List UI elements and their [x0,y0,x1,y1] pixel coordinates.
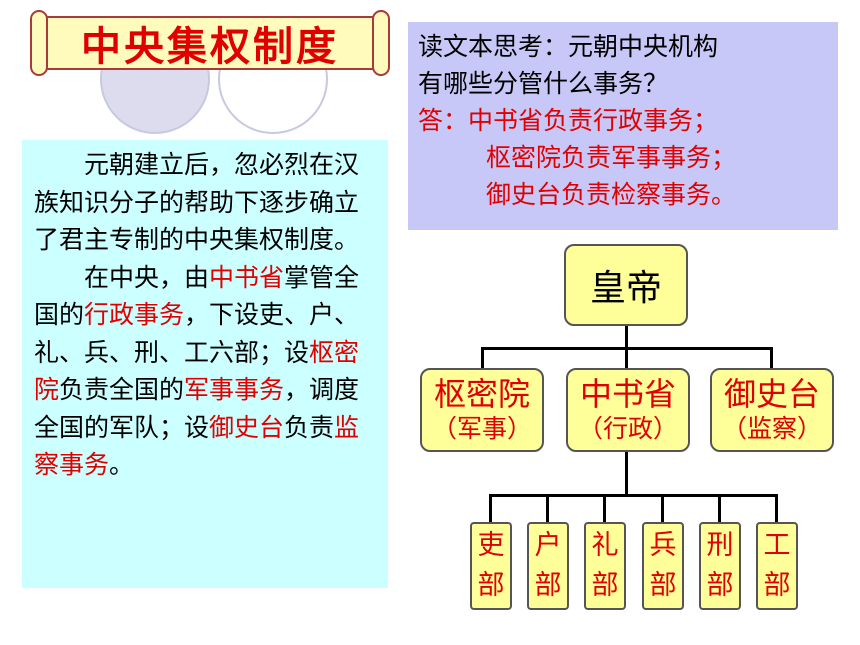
scroll-roll-right [372,10,390,76]
highlight-yushi: 御史台 [209,412,285,442]
connector-zhongshu-down [625,452,628,496]
highlight-zhongshu: 中书省 [209,262,285,292]
dept-suffix: 部 [477,570,505,601]
dept-name: 吏 [477,530,505,561]
dept-name: 刑 [706,530,734,561]
node-emperor: 皇帝 [564,244,688,326]
highlight-military-affairs: 军事事务 [184,375,285,404]
dept-xing-justice: 刑 部 [699,522,741,610]
connector-dept [489,494,492,522]
passage-text: ，下设吏、户、礼、兵、刑、工六部；设 [34,300,360,367]
title-scroll-banner: 中央集权制度 [30,10,390,76]
connector-dept [775,494,778,522]
highlight-shumi: 枢密院 [34,337,360,405]
passage-paragraph-2: 在中央，由中书省掌管全国的行政事务，下设吏、户、礼、兵、刑、工六部；设枢密院负责… [34,259,374,484]
connector-dept [661,494,664,522]
connector-dept [603,494,606,522]
highlight-supervision-affairs: 监察事务 [34,412,360,480]
node-shumi-role: （军事） [431,414,532,443]
connector-dept-horizontal [489,494,778,497]
passage-paragraph-1: 元朝建立后，忽必烈在汉族知识分子的帮助下逐步确立了君主专制的中央集权制度。 [34,150,360,254]
page-title: 中央集权制度 [81,24,339,70]
dept-suffix: 部 [534,570,562,601]
dept-gong-works: 工 部 [756,522,798,610]
scroll-roll-left [30,10,48,76]
connector-dept [546,494,549,522]
connector-to-yushi [770,347,773,369]
dept-suffix: 部 [649,570,677,601]
passage-text: 在中央，由 [84,262,210,292]
node-yushi-name: 御史台 [723,375,820,413]
answer-line-1: 答：中书省负责行政事务； [418,106,719,135]
dept-name: 礼 [591,530,619,561]
question-line-1: 读文本思考：元朝中央机构 [418,32,719,61]
node-yushi: 御史台 （监察） [710,368,834,452]
dept-suffix: 部 [763,570,791,601]
dept-li-rites: 礼 部 [584,522,626,610]
node-zhongshu-role: （行政） [577,414,678,443]
question-line-2: 有哪些分管什么事务？ [418,69,669,98]
passage-text: 负责全国的 [59,375,185,404]
passage-box: 元朝建立后，忽必烈在汉族知识分子的帮助下逐步确立了君主专制的中央集权制度。 在中… [22,140,388,588]
dept-bing-war: 兵 部 [642,522,684,610]
passage-text: 。 [109,450,135,479]
answer-line-3: 御史台负责检察事务。 [486,180,737,209]
question-box: 读文本思考：元朝中央机构 有哪些分管什么事务？ 答：中书省负责行政事务； 枢密院… [408,22,838,230]
node-yushi-role: （监察） [721,414,822,443]
dept-name: 兵 [649,530,677,561]
node-shumi: 枢密院 （军事） [420,368,544,452]
node-zhongshu-name: 中书省 [579,375,676,413]
highlight-admin-affairs: 行政事务 [84,300,185,329]
passage-text: 掌管全国的 [34,262,360,330]
node-emperor-label: 皇帝 [589,268,662,309]
dept-hu-revenue: 户 部 [527,522,569,610]
passage-text: 负责 [284,412,335,442]
dept-suffix: 部 [706,570,734,601]
dept-li-personnel: 吏 部 [470,522,512,610]
connector-emperor-down [625,326,628,348]
node-shumi-name: 枢密院 [433,375,530,413]
scroll-body [44,16,376,70]
answer-line-2: 枢密院负责军事事务； [486,143,737,172]
passage-text: ，调度全国的军队；设 [34,375,360,442]
node-zhongshu: 中书省 （行政） [566,368,690,452]
connector-dept [718,494,721,522]
connector-to-zhongshu [625,347,628,369]
dept-suffix: 部 [591,570,619,601]
connector-to-shumi [481,347,484,369]
dept-name: 户 [534,530,562,561]
dept-name: 工 [763,530,791,561]
